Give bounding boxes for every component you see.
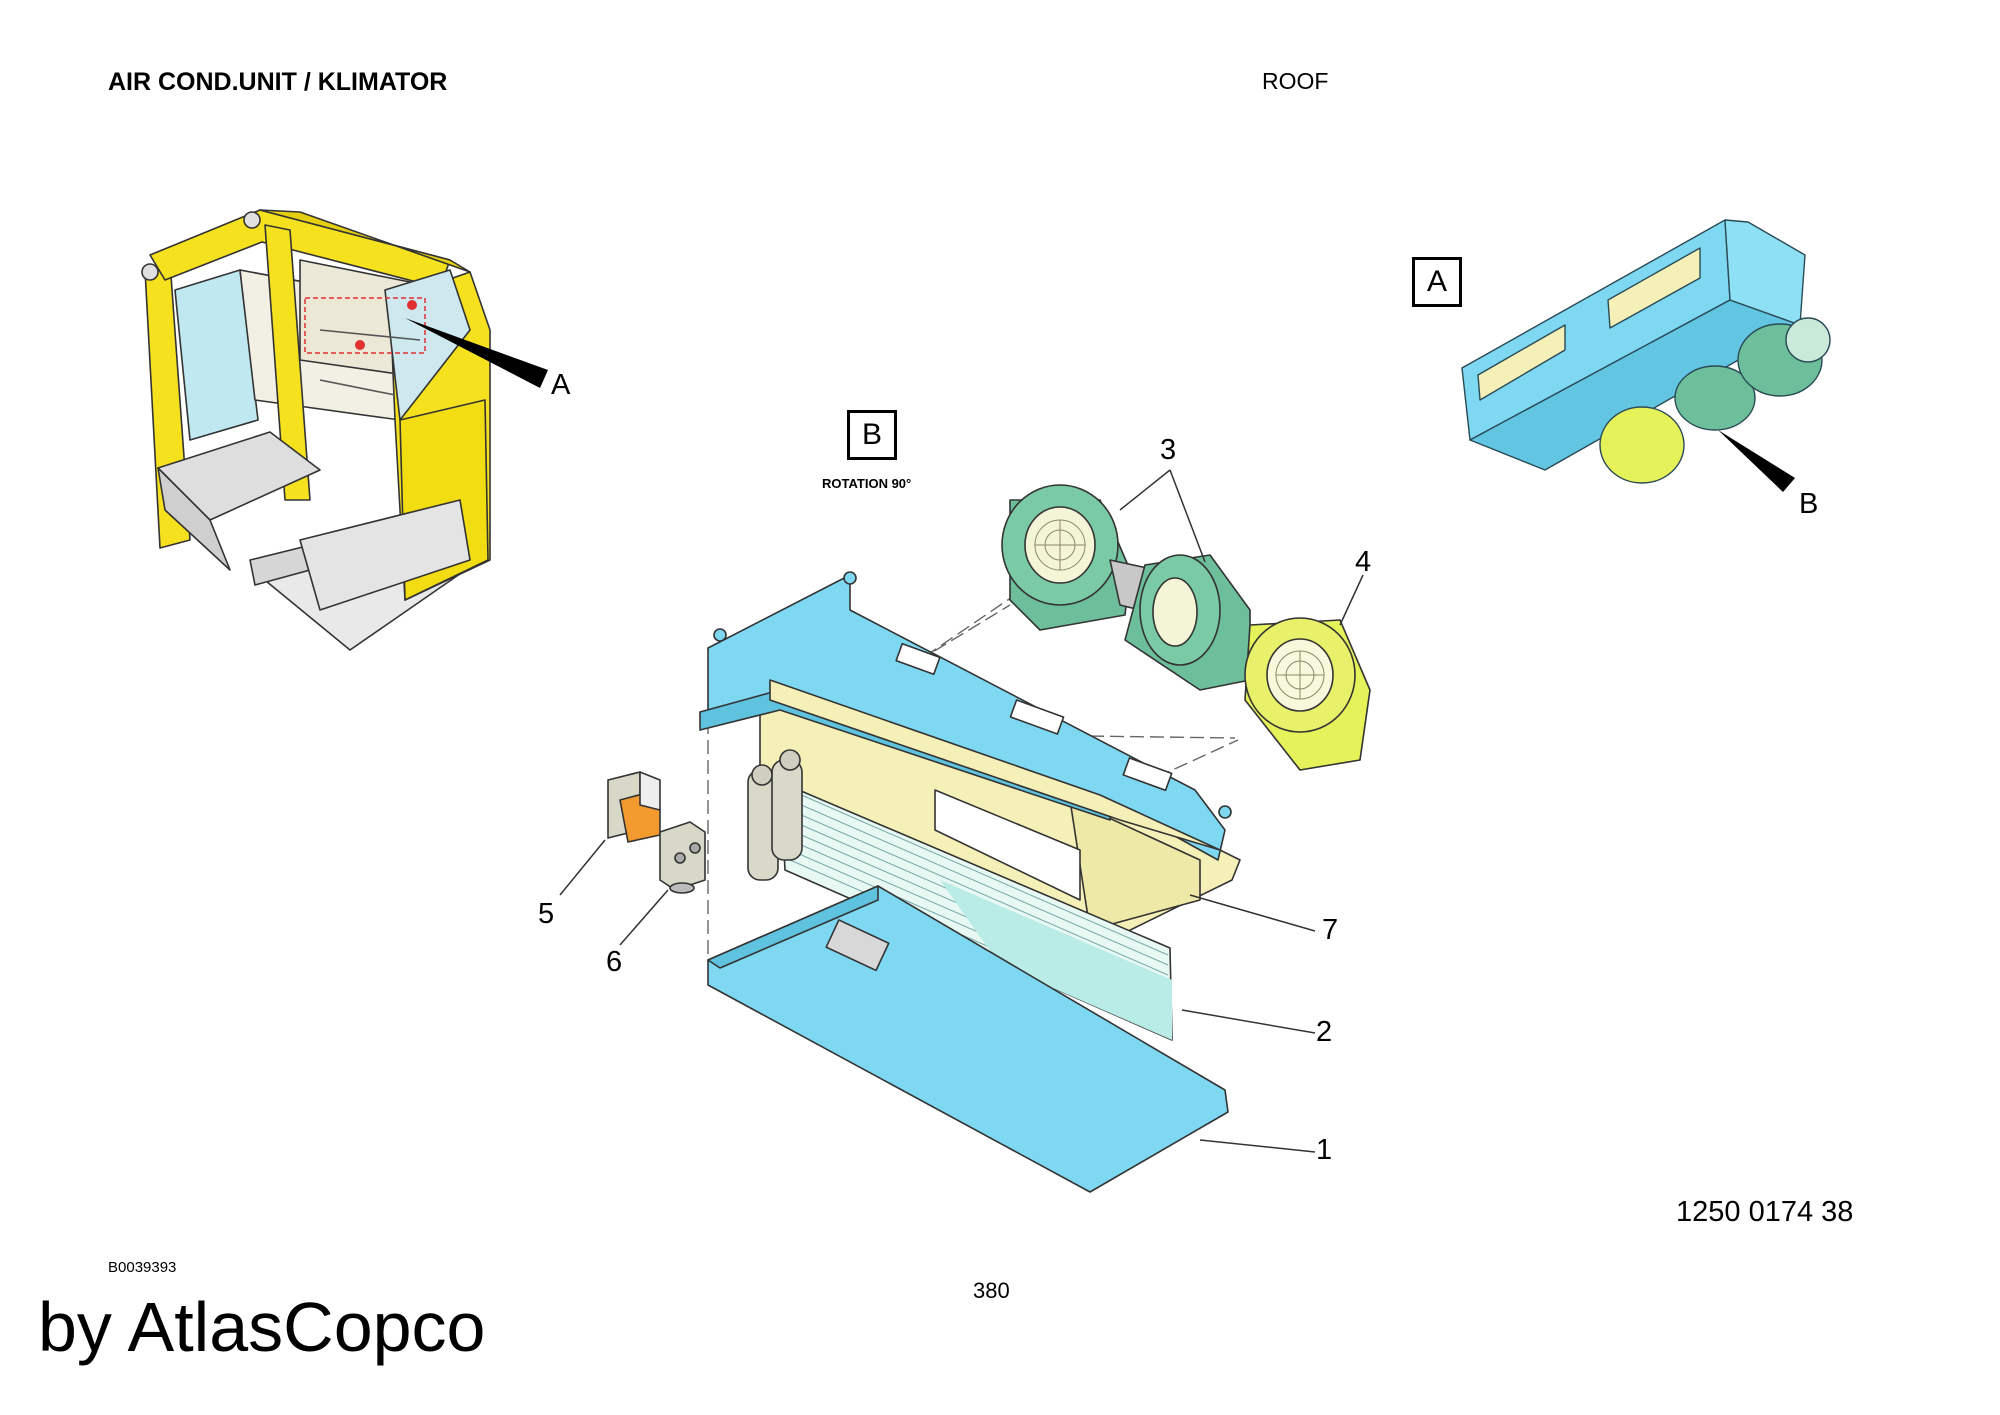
- part-number: 1250 0174 38: [1676, 1196, 1854, 1228]
- view-a-box-label: A: [1412, 257, 1462, 307]
- view-b-box-label: B: [847, 410, 897, 460]
- callout-1: 1: [1316, 1134, 1333, 1166]
- view-b-pointer-label: B: [1799, 488, 1819, 520]
- callout-2: 2: [1316, 1016, 1333, 1048]
- callout-leaders: [559, 469, 1364, 1153]
- drawing-reference: B0039393: [108, 1259, 177, 1276]
- cab-illustration: [141, 209, 491, 651]
- callout-3: 3: [1160, 434, 1177, 466]
- callout-7: 7: [1322, 914, 1339, 946]
- expansion-valve: [659, 821, 706, 894]
- brand-watermark: by AtlasCopco: [38, 1288, 486, 1366]
- view-a-pointer-arrow: [405, 318, 548, 388]
- view-b-pointer-arrow: [1718, 430, 1795, 492]
- view-a-pointer-label: A: [551, 369, 571, 401]
- rotation-note: ROTATION 90°: [822, 476, 912, 491]
- section-label: ROOF: [1262, 68, 1329, 94]
- relay: [607, 771, 661, 843]
- blower-1: [1001, 484, 1181, 631]
- callout-6: 6: [606, 946, 623, 978]
- blower-2: [1124, 554, 1251, 691]
- exploded-assembly: [607, 484, 1371, 1193]
- page-number: 380: [973, 1278, 1010, 1303]
- callout-5: 5: [538, 898, 555, 930]
- diagram-title: AIR COND.UNIT / KLIMATOR: [108, 68, 448, 96]
- blower-3: [1244, 617, 1371, 771]
- callout-4: 4: [1355, 546, 1372, 578]
- assembly-view-a: [1461, 219, 1831, 484]
